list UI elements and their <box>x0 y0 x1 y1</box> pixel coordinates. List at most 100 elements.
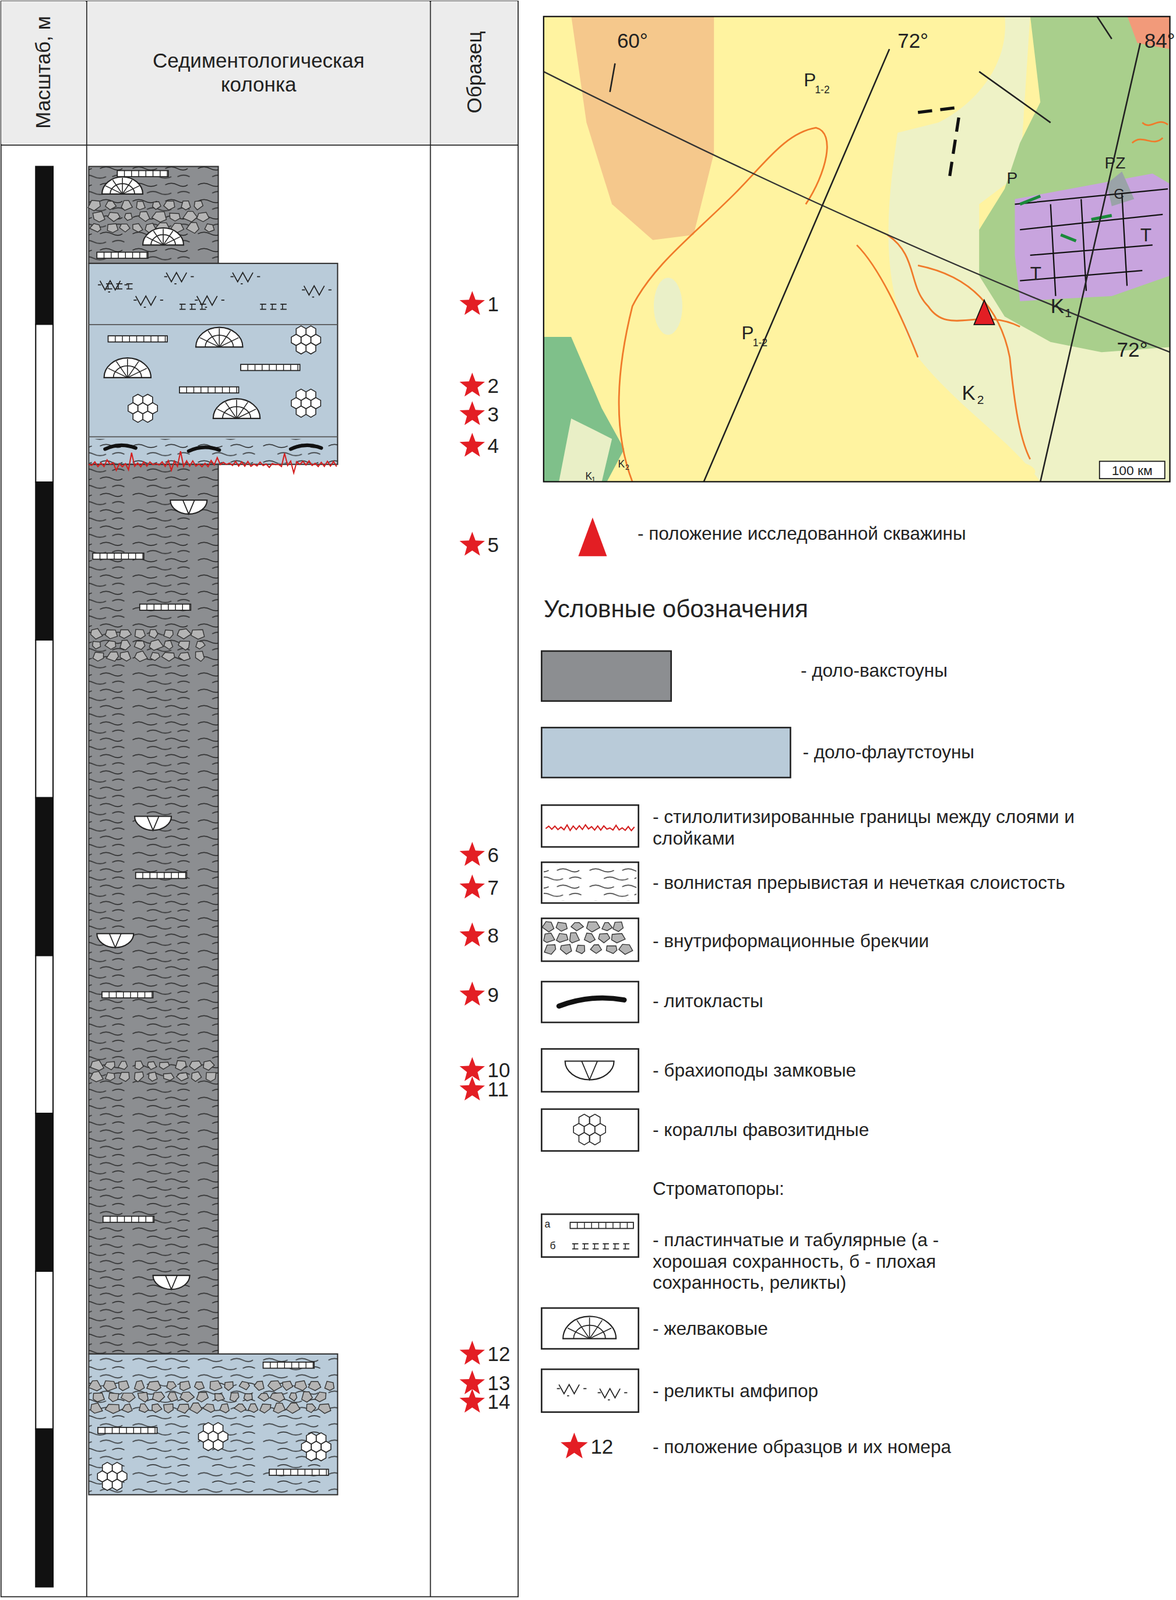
breccia-clast <box>122 1403 133 1413</box>
breccia-clast <box>119 223 130 232</box>
platy-stromatopore <box>215 386 216 394</box>
layer-boundary <box>88 324 338 326</box>
breccia-clast <box>107 212 121 222</box>
platy-stromatopore <box>268 364 270 371</box>
wavy-bedding <box>88 1353 338 1495</box>
breccia-clast <box>152 211 167 223</box>
platy-stromatopore <box>145 170 147 178</box>
platy-relic <box>572 1243 579 1249</box>
breccia-clast <box>248 1403 259 1413</box>
breccia-clast <box>89 1071 104 1082</box>
breccia-clast <box>146 1381 161 1392</box>
platy-relic <box>622 1243 630 1249</box>
label: P <box>803 68 816 90</box>
sample-star <box>459 1340 485 1365</box>
coral-symbol <box>112 1462 123 1474</box>
breccia-clast <box>92 211 105 223</box>
platy-stromatopore <box>124 1216 125 1223</box>
platy-stromatopore <box>117 252 119 259</box>
well-marker <box>973 300 995 325</box>
coral-symbol <box>578 1132 590 1145</box>
legend-text: - реликты амфипор <box>652 1379 819 1401</box>
breccia-clast <box>306 1403 316 1413</box>
breccia-clast <box>132 223 143 233</box>
platy-stromatopore <box>111 1427 113 1434</box>
platy-stromatopore <box>92 553 144 560</box>
platy-stromatopore <box>178 872 179 879</box>
breccia-clast <box>182 210 198 222</box>
sample-star <box>459 290 485 315</box>
coral-symbol <box>296 406 306 418</box>
breccia-clast <box>259 1403 271 1413</box>
label: 2 <box>625 463 630 472</box>
header-text: Образец <box>462 5 487 140</box>
platy-stromatopore <box>125 252 126 259</box>
layer <box>88 263 338 465</box>
breccia-clast <box>286 1402 301 1414</box>
breccia-clast <box>88 1379 102 1391</box>
scale-segment <box>35 481 54 640</box>
header-text: Масштаб, м <box>31 5 55 140</box>
platy-stromatopore <box>276 1469 277 1476</box>
breccia-clast <box>90 628 103 639</box>
nodular-stromatopore <box>101 176 143 194</box>
coral-symbol <box>102 1462 113 1474</box>
coral-symbol <box>132 410 143 422</box>
platy-stromatopore <box>318 1469 320 1476</box>
legend-swatch <box>541 727 791 778</box>
platy-stromatopore <box>276 364 277 371</box>
layer <box>88 1353 338 1495</box>
platy-stromatopore <box>104 1427 106 1434</box>
platy-stromatopore <box>149 872 151 879</box>
platy-stromatopore <box>159 170 161 178</box>
breccia-clast <box>324 1381 334 1391</box>
platy-stromatopore <box>166 170 168 178</box>
breccia-clast <box>87 200 101 211</box>
platy-stromatopore <box>182 603 183 611</box>
legend-text: - стилолитизированные границы между слоя… <box>652 805 1158 848</box>
amphipora-relic <box>557 1384 587 1396</box>
breccia-clast <box>202 1403 215 1413</box>
legend-box <box>541 1048 639 1093</box>
label: Условные обозначения <box>543 594 809 623</box>
label: C <box>1113 185 1125 202</box>
platy-relic <box>270 304 277 310</box>
breccia-clast <box>108 1392 119 1402</box>
coral-symbol <box>578 1114 590 1127</box>
legend-text: - желваковые <box>652 1317 769 1339</box>
coral-symbol <box>296 342 306 354</box>
platy-stromatopore <box>152 170 154 178</box>
platy-stromatopore <box>167 603 169 611</box>
legend-swatch <box>541 650 671 702</box>
amphipora-relic <box>194 296 225 308</box>
platy-stromatopore <box>146 252 147 259</box>
platy-stromatopore <box>612 1222 614 1229</box>
label: 1-2 <box>752 336 768 349</box>
platy-relic <box>179 304 186 310</box>
legend-box <box>541 1368 639 1413</box>
legend-text: - доло-флаутстоуны <box>802 741 975 763</box>
breccia-clast <box>121 1392 136 1403</box>
breccia-clast <box>135 629 146 639</box>
label: 84° <box>1144 29 1176 53</box>
breccia-clast <box>134 641 146 650</box>
breccia-clast <box>105 629 118 639</box>
label: 7 <box>487 875 499 900</box>
platy-stromatopore <box>583 1222 585 1229</box>
sample-star <box>459 1388 485 1413</box>
platy-stromatopore <box>261 364 263 371</box>
amphipora-relic <box>597 1388 628 1400</box>
nodular-stromatopore <box>567 1327 590 1339</box>
platy-relic <box>106 283 113 290</box>
nodular-stromatopore <box>589 1319 603 1339</box>
coral-symbol <box>142 393 153 406</box>
brachiopod-symbol <box>153 1275 190 1290</box>
label: 6 <box>487 843 499 867</box>
label: 8 <box>487 923 499 947</box>
breccia-clast <box>243 1393 253 1401</box>
coral-symbol <box>203 1439 214 1451</box>
breccia-clast <box>601 922 613 931</box>
platy-stromatopore <box>124 170 125 178</box>
breccia-clast <box>308 1381 321 1391</box>
platy-stromatopore <box>133 1427 135 1434</box>
